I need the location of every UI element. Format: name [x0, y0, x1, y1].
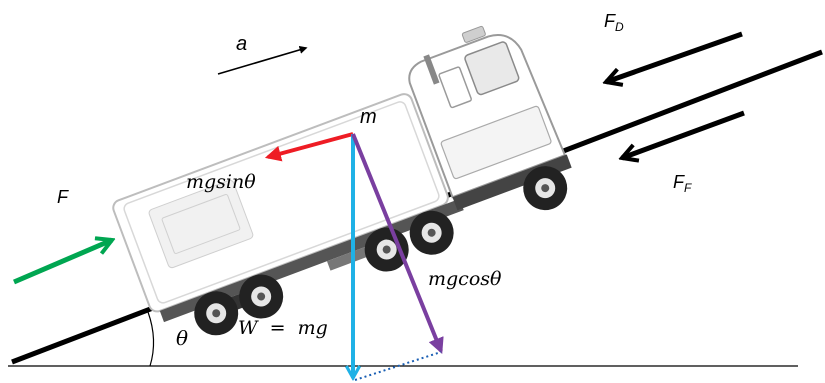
mg-cos-arrow — [351, 133, 444, 354]
drag-label-sub: D — [615, 20, 624, 34]
angle-arc — [147, 311, 155, 367]
friction-force-arrow — [622, 110, 745, 158]
drag-force-arrow — [606, 31, 743, 82]
push-force-arrow — [13, 240, 112, 285]
friction-label-main: F — [673, 172, 685, 192]
mg-sin-arrow — [264, 132, 354, 162]
friction-label-sub: F — [684, 181, 692, 195]
accel-label: a — [236, 33, 247, 55]
truck-icon — [112, 25, 572, 336]
drag-label-main: F — [604, 11, 616, 31]
dotted-component-line — [354, 351, 442, 381]
drag-force-label: FD — [604, 11, 624, 34]
mass-label: m — [360, 106, 377, 128]
mg-cos-label: mgcosθ — [428, 268, 502, 290]
angle-label: θ — [176, 326, 188, 350]
mg-sin-label: mgsinθ — [186, 171, 256, 193]
push-force-label: F — [57, 187, 69, 207]
weight-label: W = mg — [238, 317, 328, 339]
acceleration-arrow — [217, 45, 308, 75]
friction-force-label: FF — [673, 172, 692, 195]
